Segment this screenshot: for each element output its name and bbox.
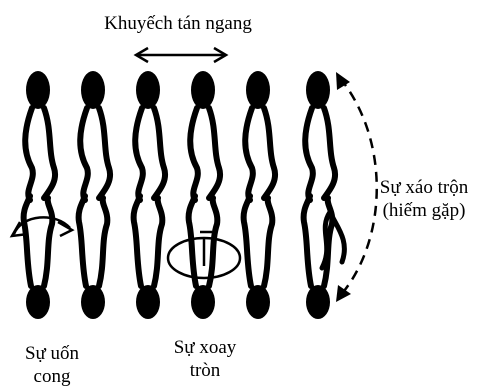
rotation-arrow: [168, 232, 240, 278]
lipid-tail-lower: [304, 196, 311, 286]
flexion-label-line2: cong: [0, 365, 104, 388]
lipid-tail-upper: [324, 108, 335, 198]
lower-leaflet: [24, 196, 333, 319]
lipid-tail-upper: [305, 108, 313, 200]
lipid-tail-upper: [209, 108, 220, 198]
lipid-head-lower: [81, 285, 105, 319]
lipid-head-lower: [246, 285, 270, 319]
lipid-tail-lower: [44, 198, 52, 286]
lipid-tail-lower: [79, 196, 86, 286]
flexion-label: Sự uốn cong: [0, 342, 104, 388]
lipid-head-upper: [191, 71, 215, 109]
lipid-tail-lower: [134, 196, 141, 286]
lipid-tail-lower: [154, 198, 162, 286]
rotation-label-line1: Sự xoay: [150, 336, 260, 359]
lipid-tail-upper: [25, 108, 33, 200]
lipid-tail-lower: [209, 198, 217, 286]
lipid-head-lower: [136, 285, 160, 319]
lipid-tail-lower: [244, 196, 251, 286]
lipid-tail-lower: [24, 196, 31, 286]
lipid-head-upper: [26, 71, 50, 109]
lipid-tail-upper: [154, 108, 165, 198]
flexion-label-line1: Sự uốn: [0, 342, 104, 365]
lipid-head-upper: [81, 71, 105, 109]
lipid-tail-lower: [264, 198, 272, 286]
lipid-head-lower: [191, 285, 215, 319]
lipid-tail-upper: [135, 108, 143, 200]
lateral-diffusion-label: Khuyếch tán ngang: [78, 12, 278, 35]
flip-flop-label-line1: Sự xáo trộn: [360, 176, 488, 199]
flip-flop-label: Sự xáo trộn (hiếm gặp): [360, 176, 488, 222]
lipid-tail-upper: [264, 108, 275, 198]
lipid-tail-upper: [44, 108, 55, 198]
upper-leaflet: [25, 71, 335, 200]
lipid-head-lower: [26, 285, 50, 319]
lipid-head-upper: [246, 71, 270, 109]
lipid-tail-upper: [245, 108, 253, 200]
rotation-label: Sự xoay tròn: [150, 336, 260, 382]
lipid-tail-upper: [80, 108, 88, 200]
flip-flop-label-line2: (hiếm gặp): [360, 199, 488, 222]
lipid-tail-upper: [99, 108, 110, 198]
lipid-head-upper: [136, 71, 160, 109]
lipid-tail-lower: [99, 198, 107, 286]
lipid-tail-lower: [189, 196, 196, 286]
rotation-label-line2: tròn: [150, 359, 260, 382]
flipflop-lipid: [322, 212, 344, 268]
lipid-head-upper: [306, 71, 330, 109]
lipid-head-lower: [306, 285, 330, 319]
lipid-tail-upper: [190, 108, 198, 200]
lateral-diffusion-arrow: [136, 48, 226, 62]
